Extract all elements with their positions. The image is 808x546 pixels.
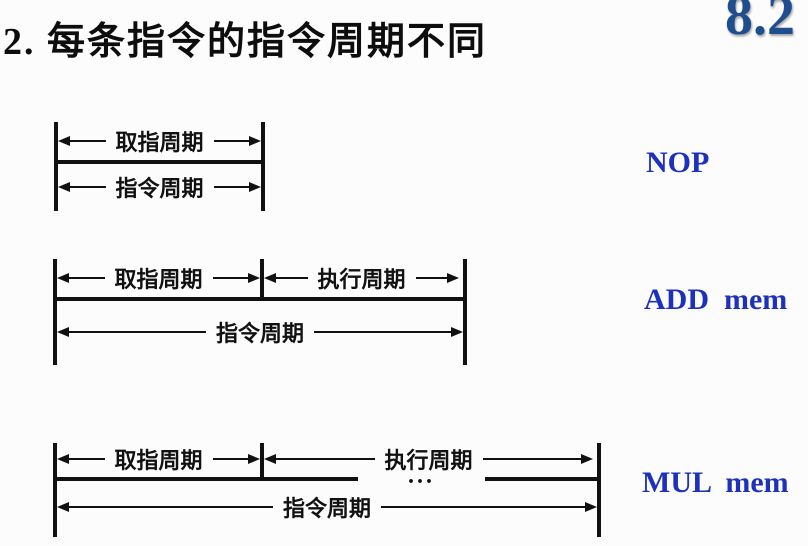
arrowhead-left-icon: [57, 273, 69, 283]
instruction-cycle-arrow: 指令周期: [58, 170, 262, 204]
right-boundary-bar: [463, 259, 467, 365]
nop-cycle-diagram: 取指周期 指令周期: [54, 122, 265, 211]
arrow-shaft: [415, 277, 448, 279]
execute-cycle-label: 执行周期: [317, 267, 406, 292]
cycle-divider-line-left: [53, 477, 358, 481]
middle-boundary-bar: [260, 259, 264, 301]
cycle-divider-line: [53, 297, 467, 301]
middle-boundary-bar: [260, 443, 264, 481]
execute-cycle-arrow: 执行周期: [264, 261, 460, 295]
arrowhead-left-icon: [264, 454, 276, 464]
cycle-divider-line-right: [485, 477, 601, 481]
execute-cycle-label: 执行周期: [384, 448, 473, 473]
page-title: 2. 每条指令的指令周期不同: [3, 21, 488, 63]
section-number: 8.2: [725, 0, 795, 47]
instruction-add-mem: ADD mem: [644, 283, 788, 316]
instruction-mul-mem: MUL mem: [642, 466, 789, 499]
left-boundary-bar: [54, 122, 58, 211]
arrowhead-right-icon: [248, 454, 261, 464]
arrowhead-left-icon: [264, 273, 276, 283]
left-boundary-bar: [53, 443, 57, 537]
arrowhead-right-icon: [248, 273, 261, 283]
arrow-shaft: [276, 277, 308, 279]
arrow-shaft: [482, 458, 582, 460]
instruction-cycle-arrow: 指令周期: [57, 315, 464, 349]
mul-cycle-diagram: 取指周期 执行周期 ... 指令周期: [53, 443, 601, 537]
fetch-cycle-arrow: 取指周期: [57, 261, 261, 295]
arrow-shaft: [276, 458, 375, 460]
arrow-shaft: [70, 186, 106, 188]
instruction-nop: NOP: [646, 146, 710, 179]
arrow-shaft: [314, 331, 452, 333]
arrowhead-right-icon: [249, 136, 262, 146]
arrow-shaft: [69, 506, 273, 508]
cycle-divider-line: [54, 160, 265, 164]
arrowhead-right-icon: [447, 273, 460, 283]
arrowhead-right-icon: [249, 182, 262, 192]
ellipsis-dots: ...: [408, 463, 435, 489]
execute-cycle-arrow: 执行周期: [264, 443, 594, 475]
fetch-cycle-arrow: 取指周期: [57, 443, 261, 475]
arrow-shaft: [213, 140, 250, 142]
arrowhead-left-icon: [58, 136, 70, 146]
arrowhead-right-icon: [585, 502, 598, 512]
fetch-cycle-label: 取指周期: [115, 130, 204, 155]
fetch-cycle-arrow: 取指周期: [58, 124, 262, 158]
arrow-shaft: [212, 458, 249, 460]
instruction-cycle-label: 指令周期: [216, 321, 305, 346]
arrow-shaft: [213, 186, 250, 188]
arrow-shaft: [381, 506, 586, 508]
arrow-shaft: [69, 331, 206, 333]
arrowhead-left-icon: [57, 327, 69, 337]
arrowhead-right-icon: [451, 327, 464, 337]
left-boundary-bar: [53, 259, 57, 365]
arrow-shaft: [212, 277, 249, 279]
arrowhead-left-icon: [57, 502, 69, 512]
right-boundary-bar: [597, 443, 601, 537]
arrow-shaft: [70, 140, 106, 142]
arrow-shaft: [69, 458, 105, 460]
arrow-shaft: [69, 277, 105, 279]
right-boundary-bar: [261, 122, 265, 211]
arrowhead-left-icon: [57, 454, 69, 464]
arrowhead-left-icon: [58, 182, 70, 192]
fetch-cycle-label: 取指周期: [114, 267, 203, 292]
add-cycle-diagram: 取指周期 执行周期 指令周期: [53, 259, 467, 365]
instruction-cycle-arrow: 指令周期: [57, 491, 598, 523]
instruction-cycle-label: 指令周期: [283, 496, 372, 521]
instruction-cycle-label: 指令周期: [115, 176, 204, 201]
arrowhead-right-icon: [581, 454, 594, 464]
fetch-cycle-label: 取指周期: [114, 448, 203, 473]
